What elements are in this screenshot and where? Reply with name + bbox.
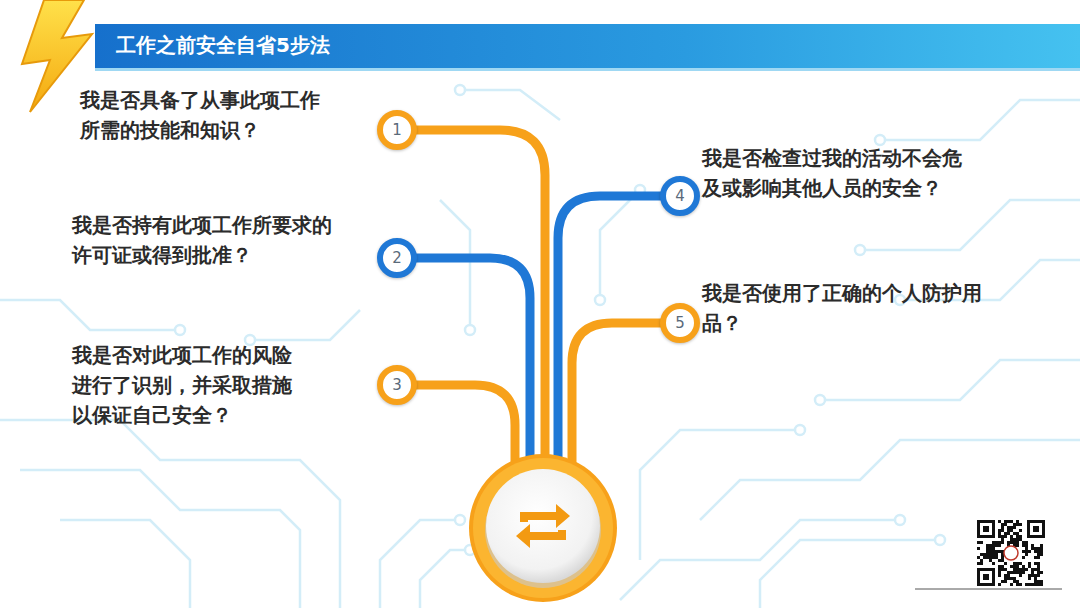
- step-question: 我是否对此项工作的风险进行了识别，并采取措施以保证自己安全？: [72, 340, 296, 430]
- step-question: 我是否使用了正确的个人防护用品？: [702, 278, 994, 338]
- step-number: 4: [660, 176, 700, 216]
- step-node: 2我是否持有此项工作所要求的许可证或得到批准？: [377, 238, 417, 278]
- slide-title: 工作之前安全自省5步法: [116, 30, 330, 60]
- step-question: 我是否具备了从事此项工作所需的技能和知识？: [80, 85, 332, 145]
- step-node: 5我是否使用了正确的个人防护用品？: [660, 303, 700, 343]
- step-number: 3: [377, 365, 417, 405]
- step-question: 我是否持有此项工作所要求的许可证或得到批准？: [72, 210, 344, 270]
- step-number: 1: [377, 110, 417, 150]
- step-question: 我是否检查过我的活动不会危及或影响其他人员的安全？: [702, 143, 974, 203]
- step-node: 4我是否检查过我的活动不会危及或影响其他人员的安全？: [660, 176, 700, 216]
- step-number: 5: [660, 303, 700, 343]
- repeat-icon: [516, 504, 570, 548]
- step-number: 2: [377, 238, 417, 278]
- step-node: 1我是否具备了从事此项工作所需的技能和知识？: [377, 110, 417, 150]
- step-node: 3我是否对此项工作的风险进行了识别，并采取措施以保证自己安全？: [377, 365, 417, 405]
